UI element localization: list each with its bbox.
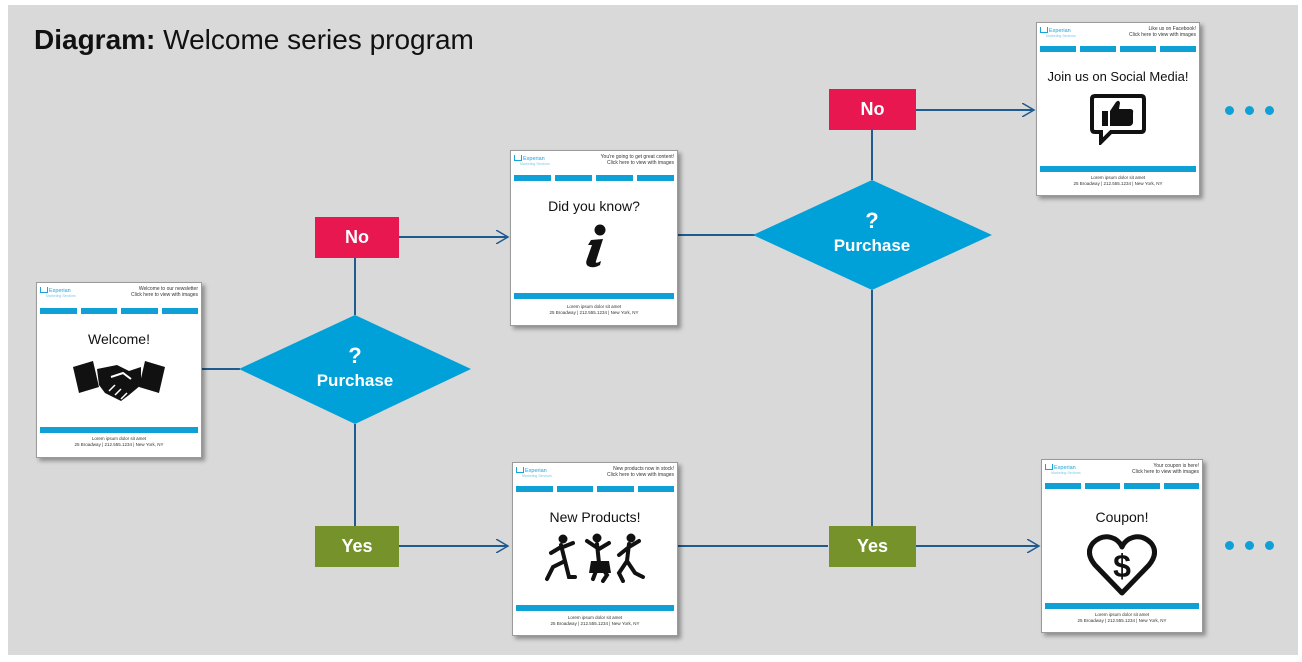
title-prefix: Diagram: [34,24,156,55]
email-headline: Coupon! [1095,509,1149,525]
footer-bar [516,605,674,611]
heart-dollar-icon: $ [1087,534,1157,596]
email-headline: Welcome! [88,331,150,347]
yes-box-1: Yes [315,526,399,567]
handshake-icon [73,361,165,401]
jumping-people-icon [545,533,645,583]
decision-diamond-2 [753,180,992,290]
email-headline: Did you know? [548,198,640,214]
page-title: Diagram: Welcome series program [34,24,474,56]
question-mark: ? [865,208,879,233]
svg-text:$: $ [1113,548,1131,584]
email-headline: Join us on Social Media! [1047,69,1189,84]
nav-bar [516,486,674,492]
question-mark: ? [348,343,362,368]
nav-bar [1045,483,1199,489]
title-text: Welcome series program [155,24,474,55]
thumbs-up-icon [1090,94,1146,145]
continuation-dots-top [1225,106,1274,115]
decision-1-label: ? Purchase [305,342,405,392]
footer-bar [40,427,198,433]
footer-bar [1045,603,1199,609]
no-box-1: No [315,217,399,258]
footer-bar [514,293,674,299]
purchase-label: Purchase [316,371,394,390]
decision-diamond-1 [239,315,471,424]
email-headline: New Products! [549,509,641,525]
email-header: New products now in stock!Click here to … [607,466,674,478]
email-header: Your coupon is here!Click here to view w… [1132,463,1199,475]
nav-bar [40,308,198,314]
decision-2-label: ? Purchase [822,207,922,257]
footer-bar [1040,166,1196,172]
email-header: Like us on Facebook!Click here to view w… [1129,26,1196,38]
nav-bar [514,175,674,181]
yes-box-2: Yes [829,526,916,567]
nav-bar [1040,46,1196,52]
email-header: You're going to get great content!Click … [600,154,674,166]
purchase-label: Purchase [833,236,911,255]
continuation-dots-bottom [1225,541,1274,550]
no-box-2: No [829,89,916,130]
info-icon [586,224,606,268]
